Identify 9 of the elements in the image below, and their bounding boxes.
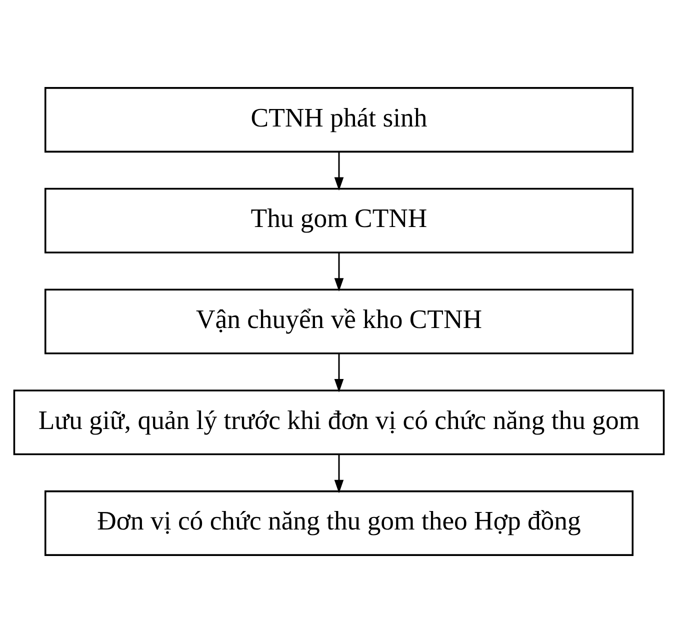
arrow — [334, 252, 344, 291]
node-box: Lưu giữ, quản lý trước khi đơn vị có chức năng thu gom — [13, 389, 665, 455]
node-box: CTNH phát sinh — [44, 86, 634, 152]
arrow — [334, 454, 344, 493]
node-box: Thu gom CTNH — [44, 187, 634, 253]
arrow — [334, 352, 344, 392]
node-box: Vận chuyển về kho CTNH — [44, 288, 634, 354]
node-box: Đơn vị có chức năng thu gom theo Hợp đồng — [44, 490, 634, 556]
arrow — [334, 151, 344, 190]
